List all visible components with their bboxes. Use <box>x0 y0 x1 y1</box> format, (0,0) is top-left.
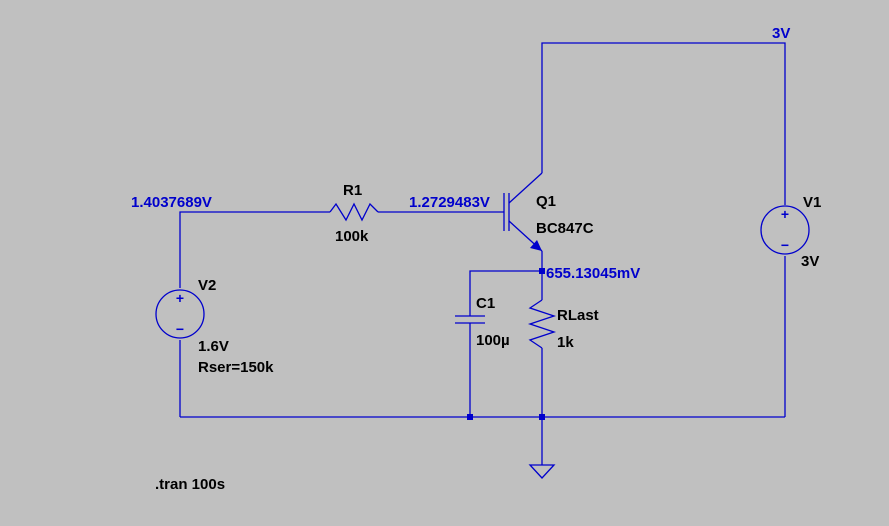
q1-model: BC847C <box>536 220 594 237</box>
junction-dot <box>467 414 473 420</box>
r1-value: 100k <box>335 228 369 245</box>
ground-icon[interactable] <box>528 464 556 479</box>
r1-name: R1 <box>343 182 362 199</box>
resistor-rlast-symbol[interactable] <box>527 299 557 349</box>
c1-value: 100µ <box>476 332 510 349</box>
wire-emitter-c1[interactable] <box>469 270 542 316</box>
junction-dot <box>539 414 545 420</box>
node-label-supply: 3V <box>772 25 790 42</box>
junction-dot <box>539 268 545 274</box>
voltage-source-v2-symbol[interactable]: + − <box>155 289 205 339</box>
resistor-r1-symbol[interactable] <box>329 202 379 222</box>
node-label-v2-out: 1.4037689V <box>131 194 212 211</box>
v2-param: Rser=150k <box>198 359 274 376</box>
v2-name: V2 <box>198 277 216 294</box>
capacitor-c1-symbol[interactable] <box>455 315 485 324</box>
v1-name: V1 <box>803 194 821 211</box>
v2-minus-sign: − <box>176 321 184 337</box>
v1-plus-sign: + <box>781 206 789 222</box>
v1-value: 3V <box>801 253 819 270</box>
v2-plus-sign: + <box>176 290 184 306</box>
wire-v2-top[interactable] <box>179 211 330 288</box>
rlast-name: RLast <box>557 307 599 324</box>
v2-value: 1.6V <box>198 338 229 355</box>
q1-name: Q1 <box>536 193 556 210</box>
node-label-emitter: 655.13045mV <box>546 265 640 282</box>
rlast-value: 1k <box>557 334 574 351</box>
voltage-source-v1-symbol[interactable]: + − <box>760 205 810 255</box>
c1-name: C1 <box>476 295 495 312</box>
v1-minus-sign: − <box>781 237 789 253</box>
transistor-q1-symbol[interactable] <box>503 172 543 252</box>
node-label-base: 1.2729483V <box>409 194 490 211</box>
spice-directive[interactable]: .tran 100s <box>155 476 225 493</box>
wire-supply[interactable] <box>541 42 786 205</box>
